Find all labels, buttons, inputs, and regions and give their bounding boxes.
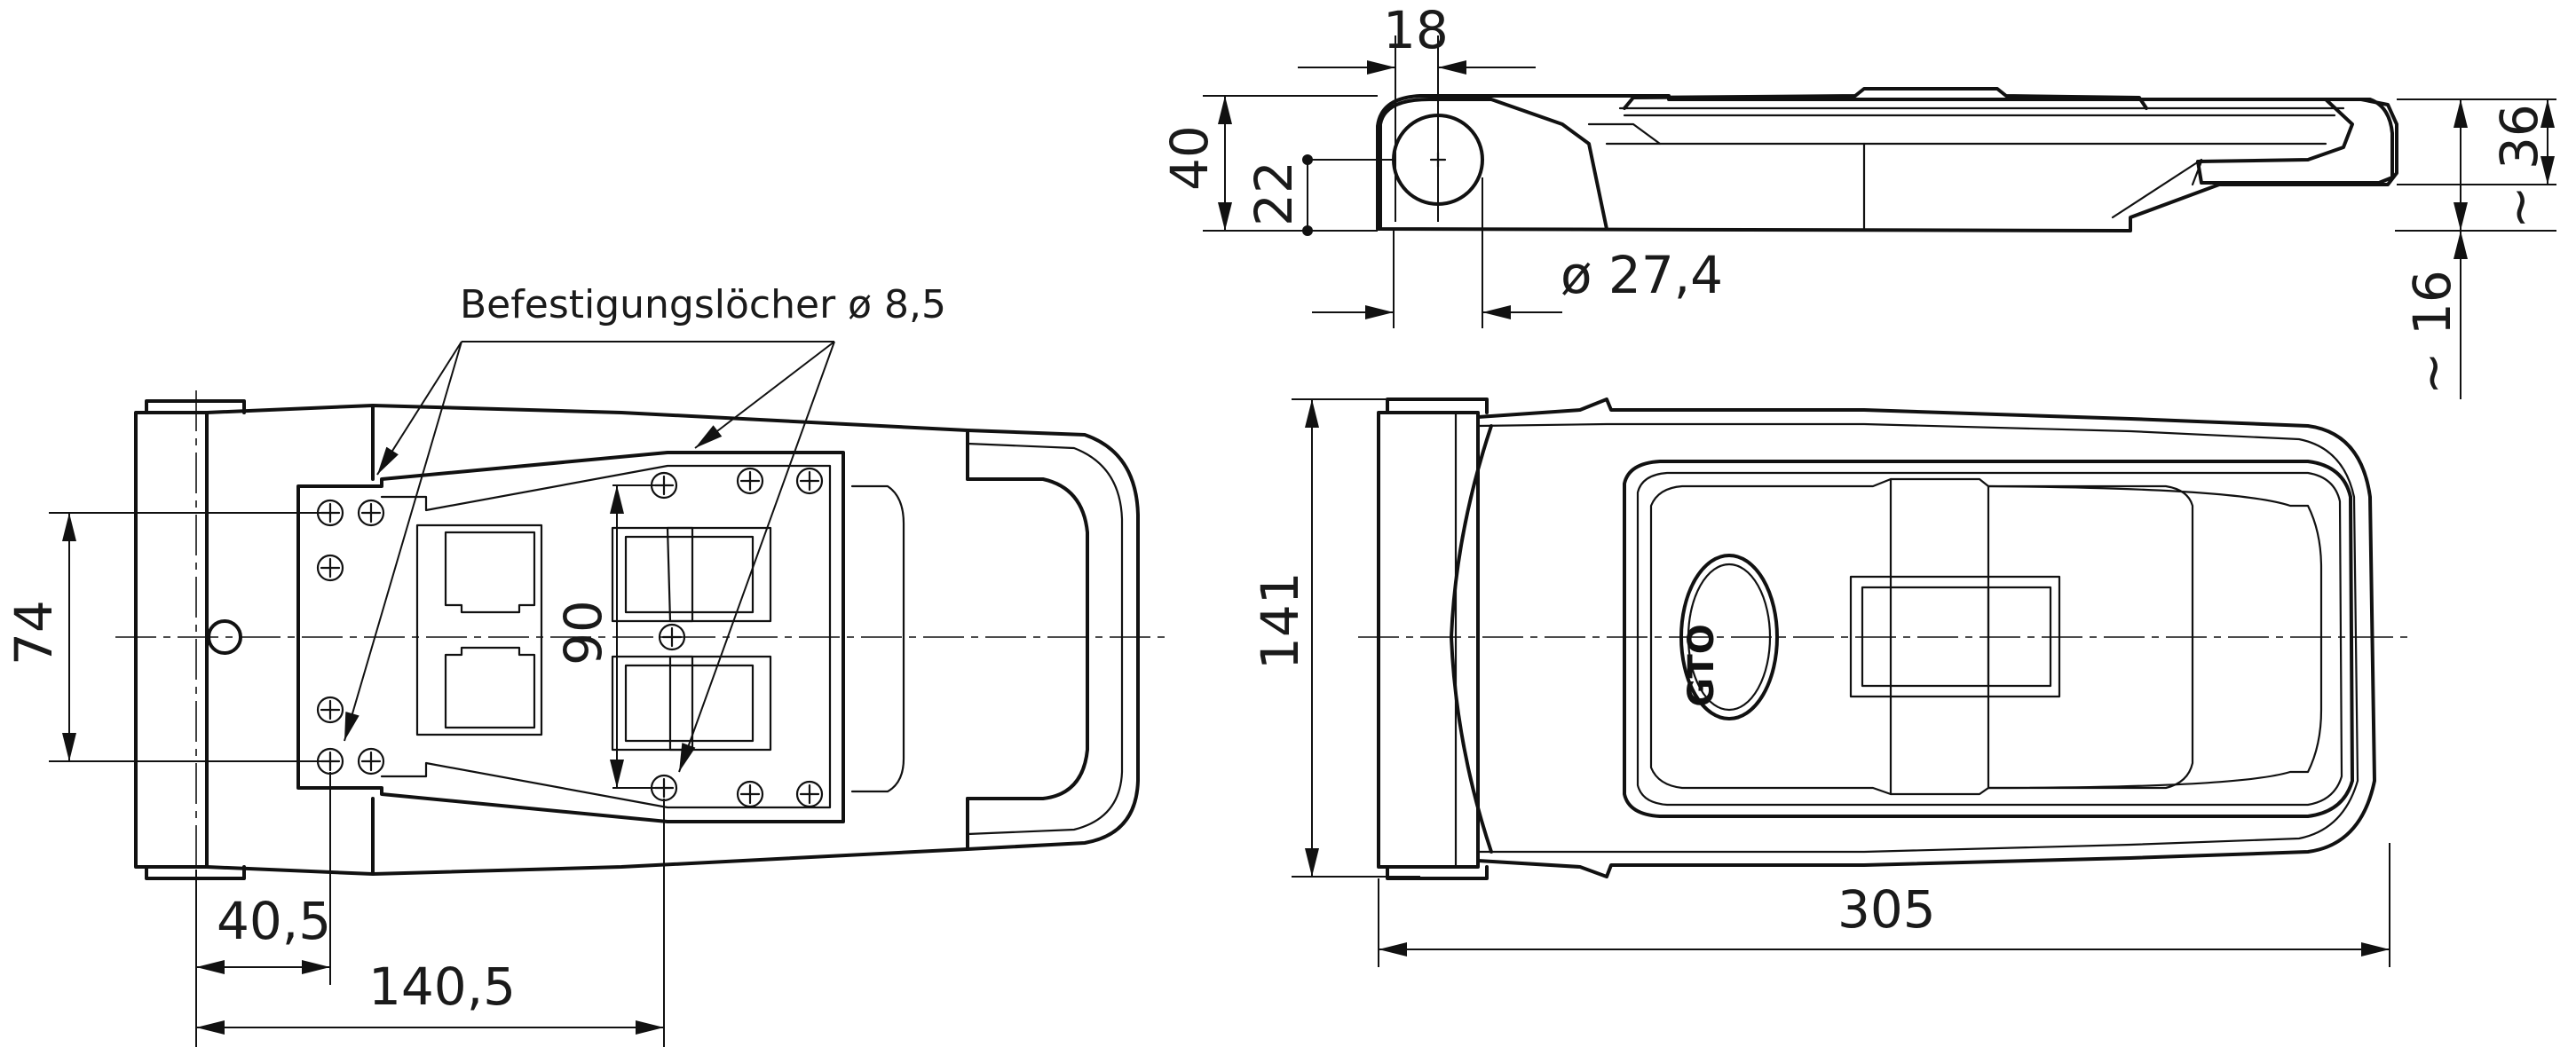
dim-pivot-diameter: ø 27,4 [1561,245,1723,305]
dim-hole-spacing-inner: 90 [553,600,613,665]
mounting-view [115,390,1172,887]
dim-hole-spacing-outer: 74 [4,600,64,665]
dim-lower-clearance: ~ 16 [2402,270,2462,395]
top-view-dimensions: 141 305 [1250,398,2390,967]
brand-logo: GTO [1681,624,1722,706]
mounting-holes-annotation: Befestigungslöcher ø 8,5 [344,282,946,773]
mounting-holes-label: Befestigungslöcher ø 8,5 [460,282,946,327]
side-view-dimensions: 18 40 22 ø 27,4 ~ 36 ~ 16 [1159,0,2556,399]
mounting-view-dimensions: 74 90 40,5 140,5 [4,484,665,1047]
dim-overall-length: 305 [1837,879,1936,940]
dim-hole-offset-2: 140,5 [368,956,516,1017]
dim-side-width: 18 [1383,0,1449,60]
top-view: GTO [1358,398,2414,880]
dim-pivot-height: 22 [1244,161,1304,226]
dim-total-height: ~ 36 [2489,104,2549,229]
dim-hole-offset-1: 40,5 [217,891,331,951]
dim-overall-width: 141 [1250,571,1310,670]
side-view [1376,87,2398,232]
dim-side-height: 40 [1159,125,1220,191]
